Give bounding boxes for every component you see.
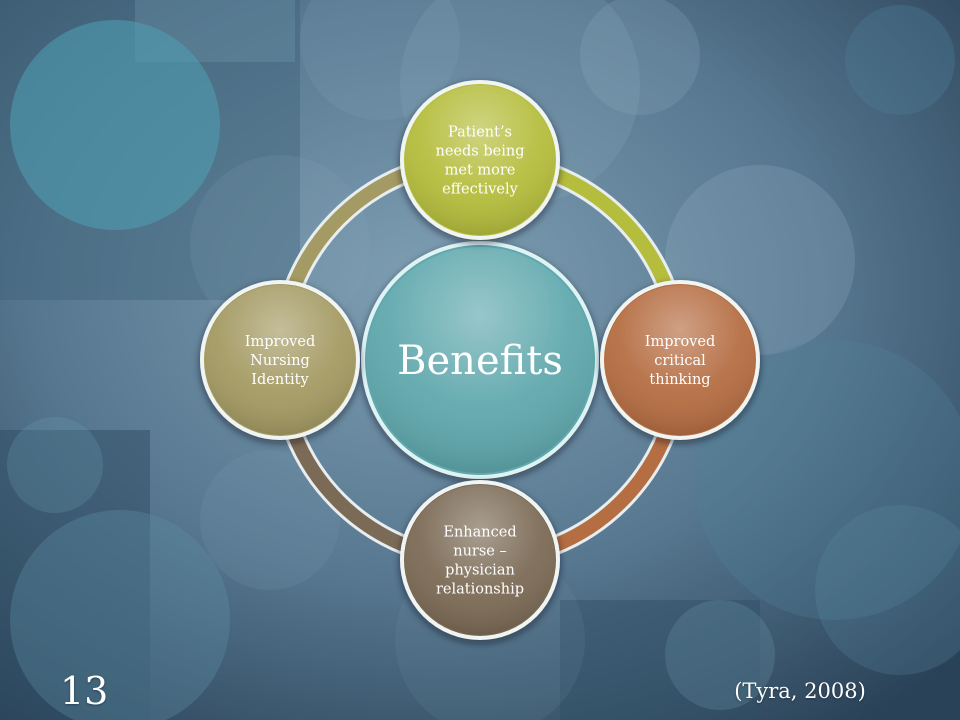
citation: (Tyra, 2008): [734, 679, 866, 703]
benefit-node-3: [400, 480, 560, 640]
benefit-node-gloss: [405, 485, 555, 635]
benefit-node-gloss: [405, 85, 555, 235]
benefit-node-gloss: [605, 285, 755, 435]
benefit-node-4: [200, 280, 360, 440]
slide-number: 13: [60, 669, 109, 713]
benefit-node-1: [400, 80, 560, 240]
benefit-node-2: [600, 280, 760, 440]
center-node: [361, 241, 599, 479]
benefit-node-gloss: [205, 285, 355, 435]
center-label: Benefits: [397, 338, 563, 384]
